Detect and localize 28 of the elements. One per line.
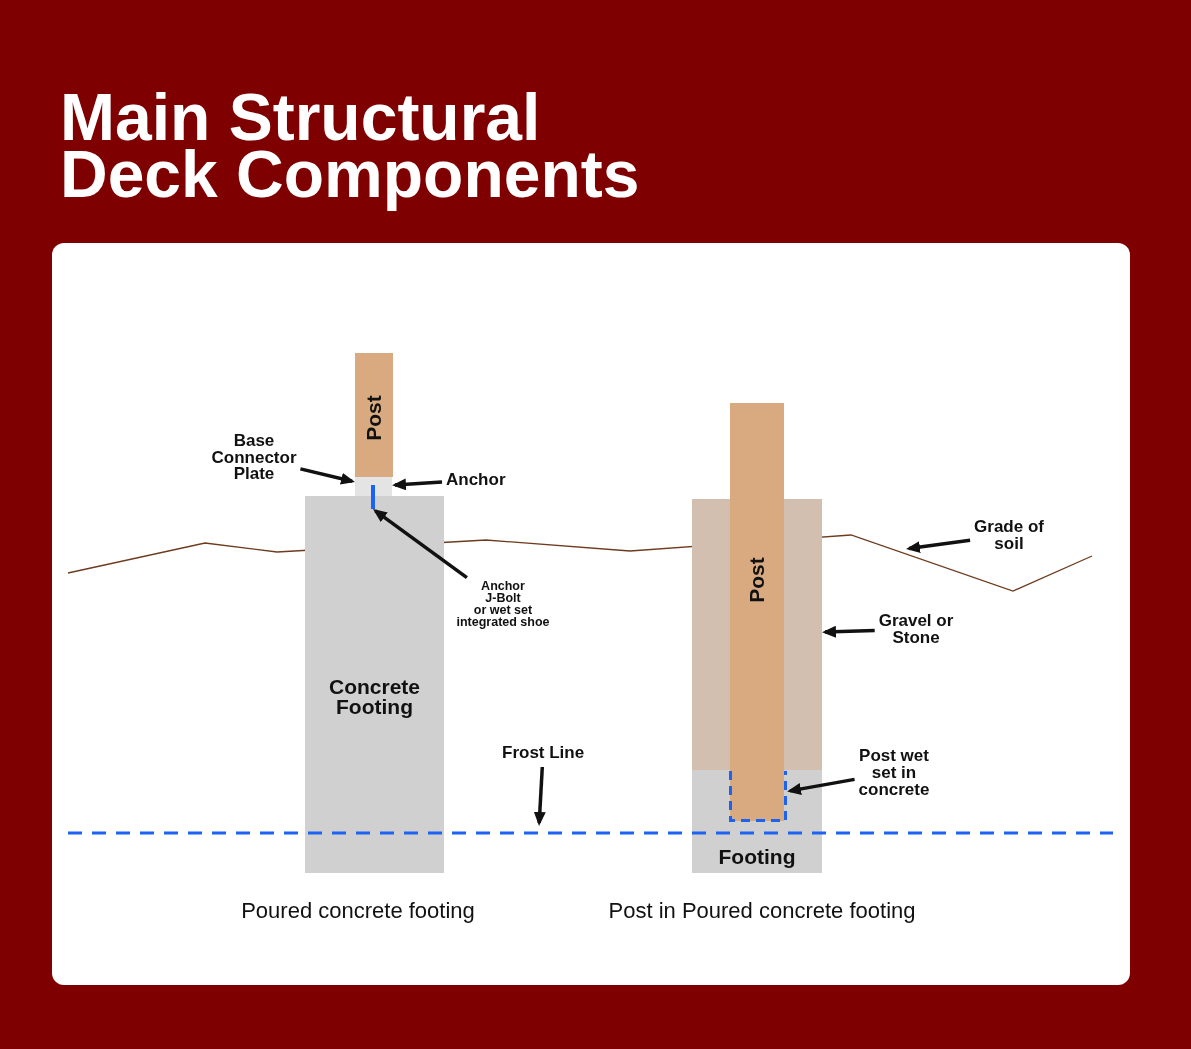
base-plate [355, 477, 392, 496]
wooden-post [730, 403, 784, 821]
leader-arrow [392, 478, 443, 491]
callout-label: Anchor [446, 470, 506, 490]
footing-label: Footing [718, 845, 796, 869]
callout-label: Post wet set in concrete [858, 747, 930, 798]
dashed-outline [729, 771, 787, 822]
callout-label: Anchor J-Bolt or wet set integrated shoe [456, 580, 550, 628]
frost-line [68, 831, 1113, 835]
leader-arrow [787, 777, 855, 795]
post-label: Post [745, 557, 769, 603]
callout-label: Grade of soil [974, 518, 1044, 552]
post-label: Post [362, 395, 386, 441]
leader-arrow [373, 509, 468, 579]
callout-label: Base Connector Plate [211, 433, 297, 483]
anchor-bolt [371, 485, 375, 509]
callout-label: Frost Line [502, 743, 585, 763]
wooden-post [355, 353, 393, 477]
leader-arrow [822, 625, 875, 638]
callout-label: Gravel or Stone [878, 612, 954, 646]
title: Main Structural Deck Components [60, 89, 640, 213]
leader-arrow [533, 766, 546, 826]
concrete-footing [305, 496, 444, 873]
leader-arrow [300, 467, 355, 485]
caption: Post in Poured concrete footing [608, 898, 916, 924]
footing-label: Concrete Footing [329, 677, 420, 717]
leader-arrow [906, 538, 971, 554]
caption: Poured concrete footing [241, 898, 475, 924]
